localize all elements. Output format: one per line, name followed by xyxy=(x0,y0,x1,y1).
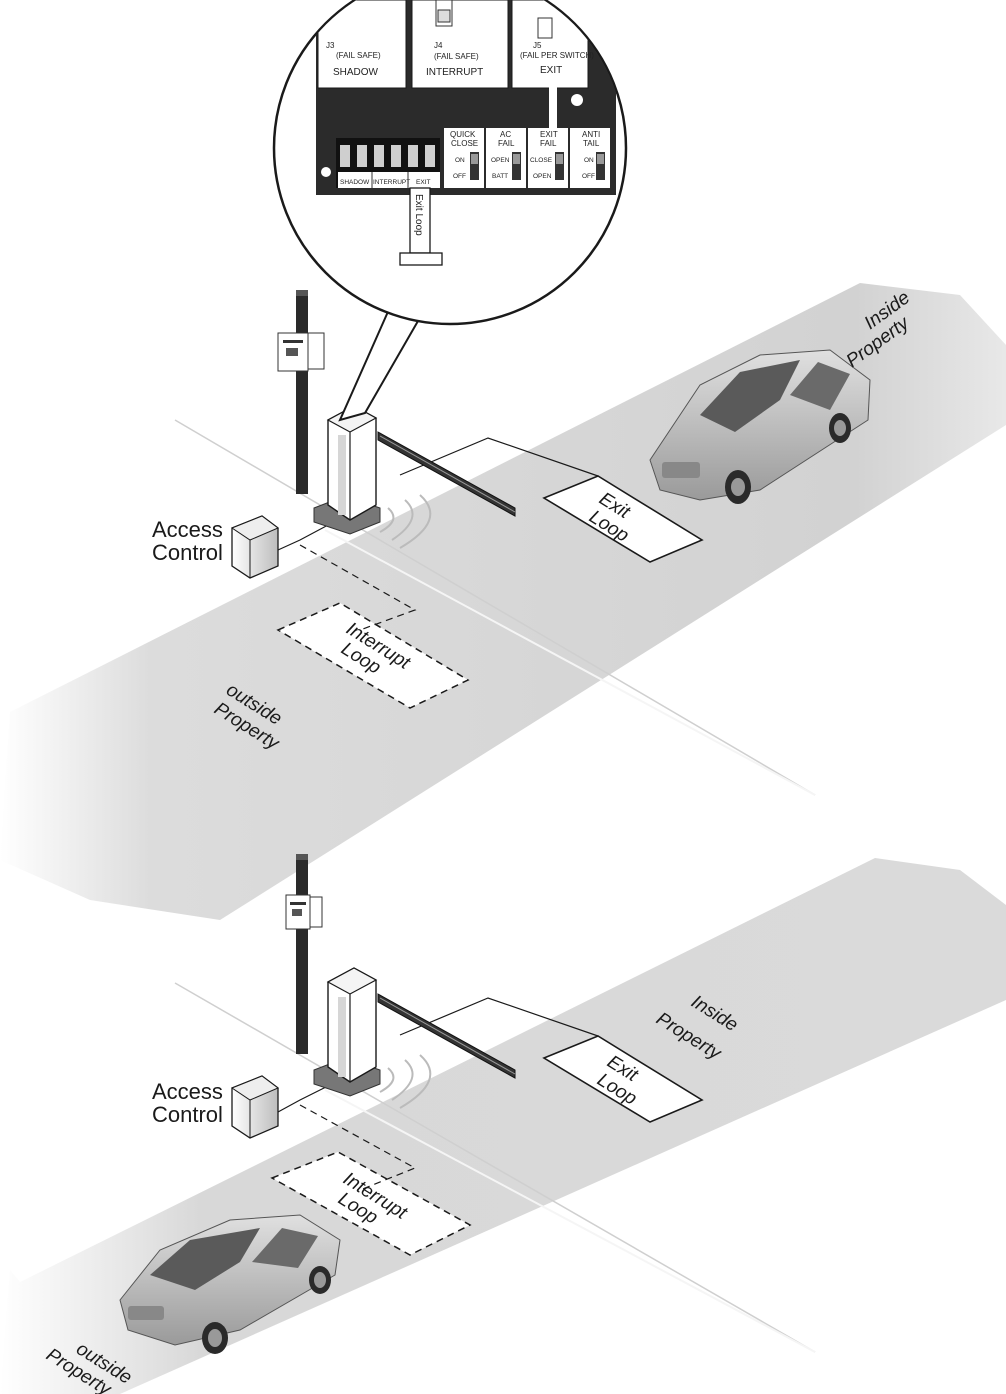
j4-name: INTERRUPT xyxy=(426,67,483,78)
control-panel-callout: J3 (FAIL SAFE) SHADOW J4 (FAIL SAFE) INT… xyxy=(274,0,626,420)
dip-label-exit: EXIT xyxy=(416,179,430,186)
dip-label-shadow: SHADOW xyxy=(340,179,370,186)
top-scene: Exit Loop Interrupt Loop Access Control xyxy=(0,0,1006,920)
svg-text:OFF: OFF xyxy=(453,173,466,180)
svg-text:ON: ON xyxy=(455,157,465,164)
svg-text:FAIL: FAIL xyxy=(540,139,557,148)
svg-text:OFF: OFF xyxy=(582,173,595,180)
svg-text:AC: AC xyxy=(500,130,511,139)
bottom-scene: Exit Loop Interrupt Loop Access Control xyxy=(0,854,1006,1394)
j5-note: (FAIL PER SWITCH) xyxy=(520,51,594,60)
svg-text:EXIT: EXIT xyxy=(540,130,558,139)
svg-text:ON: ON xyxy=(584,157,594,164)
svg-text:TAIL: TAIL xyxy=(583,139,600,148)
svg-text:BATT: BATT xyxy=(492,173,508,180)
j4-id: J4 xyxy=(434,41,443,50)
svg-text:FAIL: FAIL xyxy=(498,139,515,148)
exit-loop-cable-label: Exit Loop xyxy=(413,194,424,236)
svg-text:OPEN: OPEN xyxy=(491,157,510,164)
access-control-label: Access xyxy=(152,517,223,542)
j3-note: (FAIL SAFE) xyxy=(336,51,381,60)
j5-name: EXIT xyxy=(540,65,562,76)
access-control-box-bottom xyxy=(232,1076,330,1138)
dip-label-interrupt: INTERRUPT xyxy=(373,179,410,186)
svg-text:CLOSE: CLOSE xyxy=(451,139,478,148)
svg-text:QUICK: QUICK xyxy=(450,130,476,139)
j4-note: (FAIL SAFE) xyxy=(434,52,479,61)
j3-name: SHADOW xyxy=(333,67,379,78)
sign-post xyxy=(278,290,324,494)
access-control-label: Control xyxy=(152,1102,223,1127)
j5-id: J5 xyxy=(533,41,542,50)
j3-id: J3 xyxy=(326,41,335,50)
svg-text:ANTI: ANTI xyxy=(582,130,600,139)
svg-text:CLOSE: CLOSE xyxy=(530,157,553,164)
access-control-label: Control xyxy=(152,540,223,565)
access-control-label: Access xyxy=(152,1079,223,1104)
dip-switch-block: SHADOW INTERRUPT EXIT xyxy=(336,138,440,188)
svg-text:OPEN: OPEN xyxy=(533,173,552,180)
sign-post-bottom xyxy=(286,854,322,1054)
